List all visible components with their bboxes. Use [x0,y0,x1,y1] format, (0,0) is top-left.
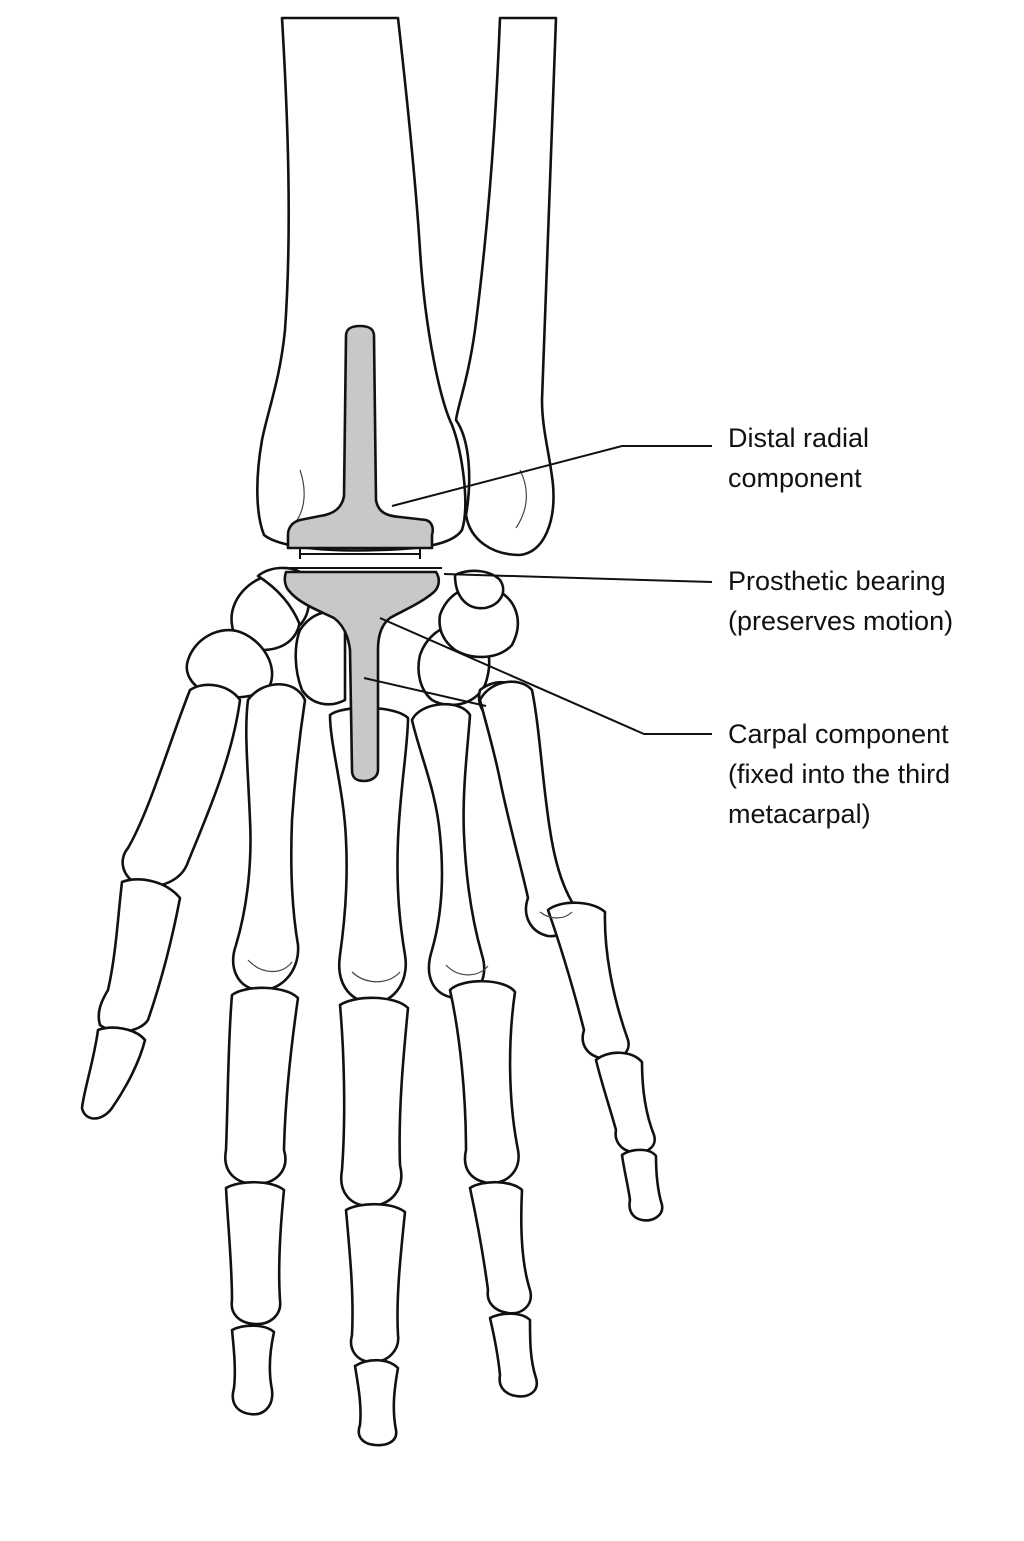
bearing-label-line2: (preserves motion) [728,606,954,636]
metacarpal-middle [328,706,410,1005]
ring-proximal-phalanx [448,979,520,1185]
carpal-label-line2: (fixed into the third [728,759,951,789]
middle-knuckle-detail [351,971,401,983]
little-distal-phalanx [620,1148,664,1222]
little-knuckle-detail [539,911,573,919]
carpal-label: Carpal component (fixed into the third m… [728,714,1018,834]
ulna-detail [515,469,527,529]
carpal-pisiform [453,569,505,610]
ring-middle-phalanx [468,1180,533,1315]
thumb-distal-phalanx [80,1026,147,1120]
carpal-label-line1: Carpal component [728,719,949,749]
metacarpal-thumb [121,683,242,888]
distal-radial-component [286,324,435,550]
little-middle-phalanx [594,1051,656,1154]
ring-distal-phalanx [488,1312,539,1398]
middle-distal-phalanx [353,1358,400,1447]
index-middle-phalanx [224,1180,286,1326]
middle-middle-phalanx [344,1202,407,1364]
index-proximal-phalanx [224,986,300,1186]
little-proximal-phalanx [546,901,630,1061]
distal-radial-leader [391,445,712,507]
carpal-capitate [294,610,347,706]
metacarpal-ring [410,702,486,1000]
carpal-leader-top [379,617,712,735]
distal-radial-label-line1: Distal radial [728,423,870,453]
metacarpal-little [478,680,576,938]
bearing-leader [443,573,713,583]
radius-bone [256,16,467,552]
thumb-proximal-phalanx [97,878,182,1033]
ring-knuckle-detail [445,964,489,976]
index-knuckle-detail [247,959,293,973]
bearing-label: Prosthetic bearing (preserves motion) [728,561,1018,641]
bearing-label-line1: Prosthetic bearing [728,566,946,596]
distal-radial-label-line2: component [728,463,862,493]
prosthetic-bearing [290,549,442,569]
index-distal-phalanx [230,1324,276,1416]
carpal-label-line3: metacarpal) [728,799,871,829]
carpal-component [283,570,441,783]
distal-radial-label: Distal radial component [728,418,1018,498]
carpal-leader-bottom [363,677,487,707]
middle-proximal-phalanx [338,996,410,1208]
metacarpal-index [231,682,307,992]
ulna-bone [454,16,558,557]
